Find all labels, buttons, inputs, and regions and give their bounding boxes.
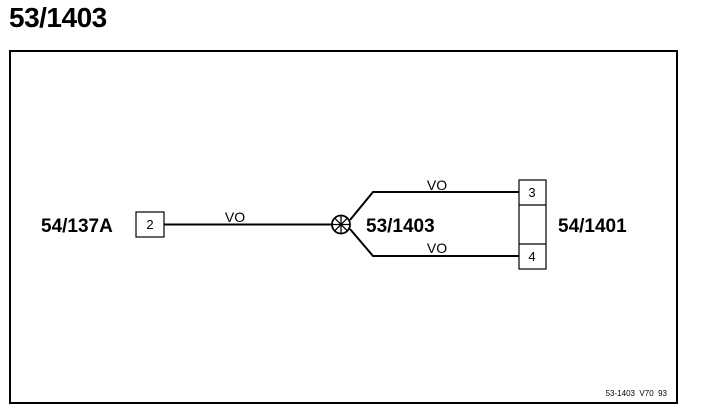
upper-wire-color-code: VO	[427, 177, 447, 193]
drawing-reference: 53-1403 V70 93	[606, 389, 668, 398]
lower-wire	[349, 228, 519, 257]
splice-icon	[331, 214, 351, 235]
left-component-label: 54/137A	[41, 216, 113, 237]
left-connector-pin-number: 2	[146, 217, 153, 232]
right-connector-pin-4: 4	[528, 249, 535, 264]
lower-wire-color-code: VO	[427, 240, 447, 256]
right-component-label: 54/1401	[558, 216, 627, 237]
diagram-frame	[9, 50, 678, 404]
right-connector-body	[518, 179, 547, 270]
splice-label: 53/1403	[366, 216, 435, 237]
page-title: 53/1403	[9, 2, 107, 33]
left-wire-color-code: VO	[225, 209, 245, 225]
left-connector-pin-box	[135, 211, 165, 238]
right-connector-pin-3: 3	[528, 185, 535, 200]
upper-wire	[349, 191, 519, 221]
